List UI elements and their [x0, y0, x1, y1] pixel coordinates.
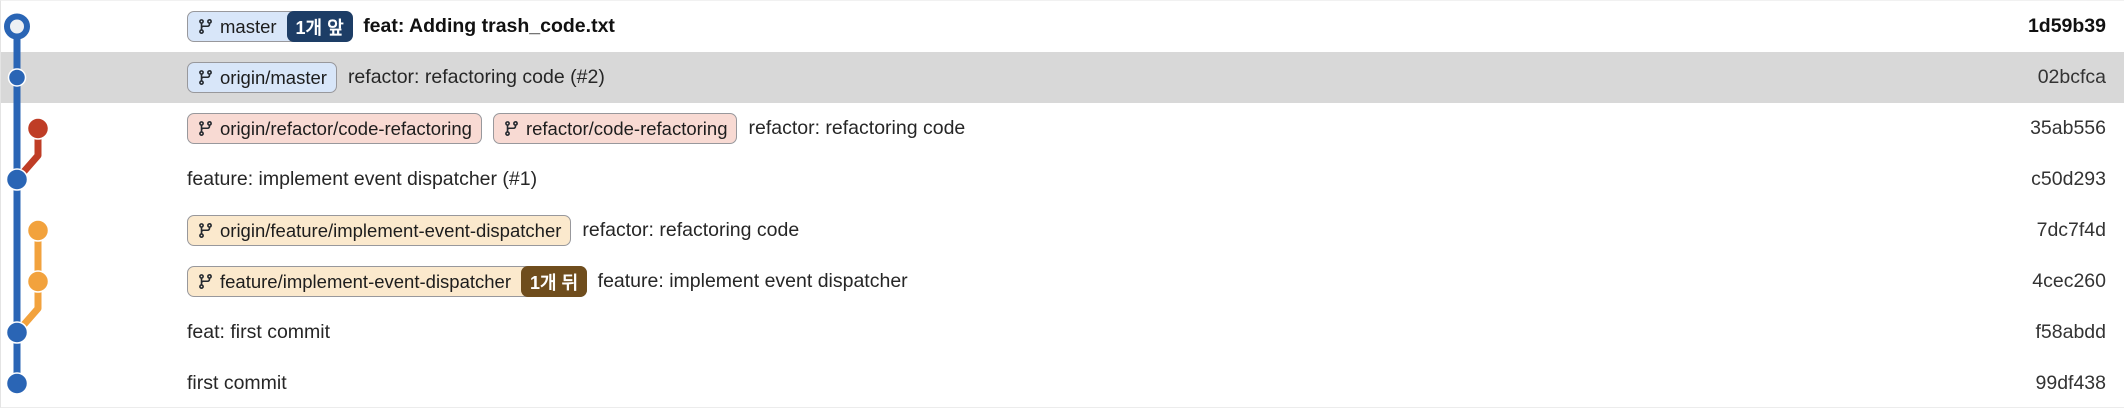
branch-badges: origin/feature/implement-event-dispatche…: [187, 215, 582, 246]
commit-row[interactable]: origin/feature/implement-event-dispatche…: [1, 205, 2124, 256]
git-branch-icon: [505, 121, 518, 136]
branch-badge[interactable]: feature/implement-event-dispatcher 1개 뒤: [187, 266, 588, 297]
commit-message: feat: Adding trash_code.txt: [363, 15, 615, 37]
commit-hash: 1d59b39: [2027, 15, 2106, 37]
branch-name: master: [220, 15, 277, 37]
branch-badges: feature/implement-event-dispatcher 1개 뒤: [187, 266, 598, 297]
commit-message: feat: first commit: [187, 321, 331, 343]
branch-badge[interactable]: master 1개 앞: [187, 11, 353, 42]
git-branch-icon: [199, 70, 212, 85]
commit-hash: 4cec260: [2032, 270, 2106, 292]
git-branch-icon: [199, 19, 212, 34]
commit-message: first commit: [187, 372, 287, 394]
branch-name: origin/master: [220, 66, 327, 88]
commit-hash: 7dc7f4d: [2036, 219, 2106, 241]
behind-count-pill: 1개 뒤: [521, 266, 588, 297]
git-branch-icon: [199, 121, 212, 136]
commit-message: feature: implement event dispatcher: [597, 270, 908, 292]
commit-hash: c50d293: [2031, 168, 2106, 190]
branch-badges: master 1개 앞: [187, 11, 363, 42]
ahead-count-pill: 1개 앞: [286, 11, 353, 42]
commit-row[interactable]: feature: implement event dispatcher (#1)…: [1, 154, 2124, 205]
commit-message: refactor: refactoring code: [748, 117, 966, 139]
branch-badges: origin/master: [187, 62, 348, 93]
commit-row[interactable]: feature/implement-event-dispatcher 1개 뒤 …: [1, 256, 2124, 307]
commit-row[interactable]: feat: first commit f58abdd: [1, 307, 2124, 358]
commit-row[interactable]: origin/refactor/code-refactoring refacto…: [1, 103, 2124, 154]
branch-name: feature/implement-event-dispatcher: [220, 270, 512, 292]
commit-hash: f58abdd: [2035, 321, 2107, 343]
branch-badge[interactable]: origin/master: [187, 62, 337, 93]
branch-badge[interactable]: origin/refactor/code-refactoring: [187, 113, 482, 144]
commit-row[interactable]: first commit 99df438: [1, 358, 2124, 407]
commit-hash: 99df438: [2035, 372, 2107, 394]
branch-name: origin/feature/implement-event-dispatche…: [220, 219, 562, 241]
commit-message: refactor: refactoring code: [582, 219, 800, 241]
git-branch-icon: [199, 223, 212, 238]
commit-message: feature: implement event dispatcher (#1): [187, 168, 538, 190]
commit-row[interactable]: master 1개 앞 feat: Adding trash_code.txt …: [1, 1, 2124, 52]
commit-row[interactable]: origin/master refactor: refactoring code…: [1, 52, 2124, 103]
git-branch-icon: [199, 274, 212, 289]
branch-badge[interactable]: refactor/code-refactoring: [492, 113, 738, 144]
branch-badge[interactable]: origin/feature/implement-event-dispatche…: [187, 215, 572, 246]
branch-badges: origin/refactor/code-refactoring refacto…: [187, 113, 748, 144]
branch-name: origin/refactor/code-refactoring: [220, 117, 472, 139]
commit-message: refactor: refactoring code (#2): [347, 66, 605, 88]
branch-name: refactor/code-refactoring: [525, 117, 728, 139]
commit-hash: 02bcfca: [2037, 66, 2106, 88]
commit-hash: 35ab556: [2030, 117, 2106, 139]
